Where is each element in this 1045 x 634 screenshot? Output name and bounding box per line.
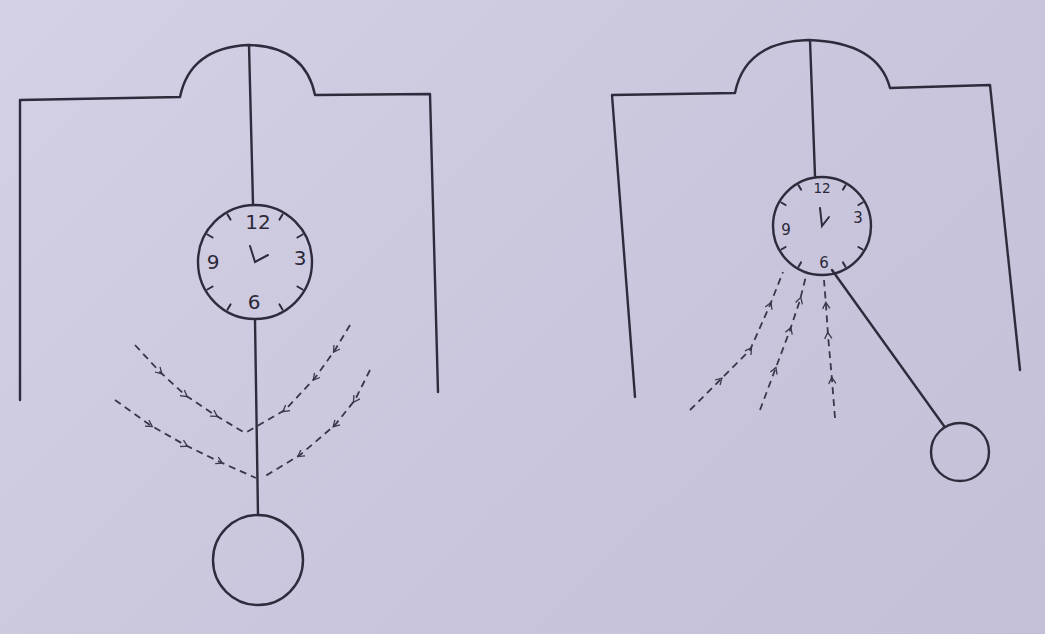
clock-numeral: 12 [245,210,270,234]
motion-arrow [247,325,350,432]
clock-numeral: 3 [294,246,307,270]
clock-hands [820,208,829,226]
clock-numeral: 6 [819,254,829,272]
motion-arrow [690,272,783,410]
numeral-holder: 12 [813,178,830,197]
clock-numeral: 9 [207,250,220,274]
clock-hands [250,246,268,262]
numeral-holder: 6 [819,253,829,272]
clock-numeral: 9 [781,221,791,239]
numeral-holder: 9 [781,220,791,239]
numeral-holder: 3 [294,248,307,269]
clock-numeral: 12 [813,180,830,196]
pendulum-bob [931,423,989,481]
clock-numeral: 3 [853,209,863,227]
clock-numeral: 6 [248,290,261,314]
motion-arrow [115,400,256,478]
motion-arrow [760,276,806,410]
clock-face: 12 3 9 6 [772,176,872,276]
numeral-holder: 12 [245,212,270,233]
clock-rim [198,205,312,319]
numeral-holder: 3 [853,208,863,227]
pendulum-rod [249,45,253,204]
pendulum-bob [213,515,303,605]
motion-arrow [135,345,245,433]
pendulum-rod [255,320,258,515]
numeral-holder: 9 [207,252,220,273]
pendulum-rod [810,40,815,176]
clock-frame [20,45,438,400]
motion-arrow [262,370,370,478]
clock-face: 12 3 6 9 [197,204,313,320]
motion-arrow [824,280,835,418]
clock-frame [612,40,1020,397]
clock-rim [773,177,871,275]
pendulum-rod [832,270,944,426]
numeral-holder: 6 [248,292,261,313]
